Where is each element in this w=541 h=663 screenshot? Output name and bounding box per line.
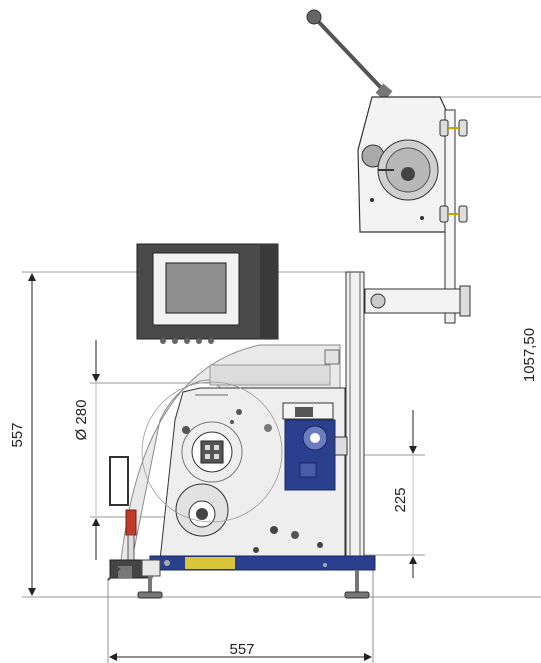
diameter-circle — [141, 381, 283, 523]
touch-monitor — [136, 243, 279, 344]
foot-left — [137, 591, 163, 599]
foot-right — [344, 591, 370, 599]
dim-height-left-text: 557 — [9, 422, 26, 447]
lever-arm — [313, 16, 387, 94]
dim-width-bottom-text: 557 — [229, 641, 254, 658]
base-frame — [107, 555, 376, 599]
dim-small-height-text: 225 — [392, 487, 409, 512]
dim-total-height-text: 1057,50 — [521, 328, 538, 382]
blue-base-plate — [149, 555, 376, 571]
main-column — [345, 271, 365, 561]
monitor-screen — [165, 262, 227, 314]
drive-hub — [200, 440, 224, 464]
side-handle — [109, 456, 137, 566]
dimension-lines — [28, 273, 417, 661]
yellow-label — [185, 557, 235, 569]
upper-unwinder — [306, 9, 468, 321]
blue-drive-module — [282, 402, 348, 491]
support-arm — [364, 285, 471, 324]
reel-hub — [401, 167, 415, 181]
red-marker — [125, 509, 137, 536]
lever-knob — [306, 9, 322, 25]
dim-diameter-text: Ø 280 — [73, 400, 90, 441]
